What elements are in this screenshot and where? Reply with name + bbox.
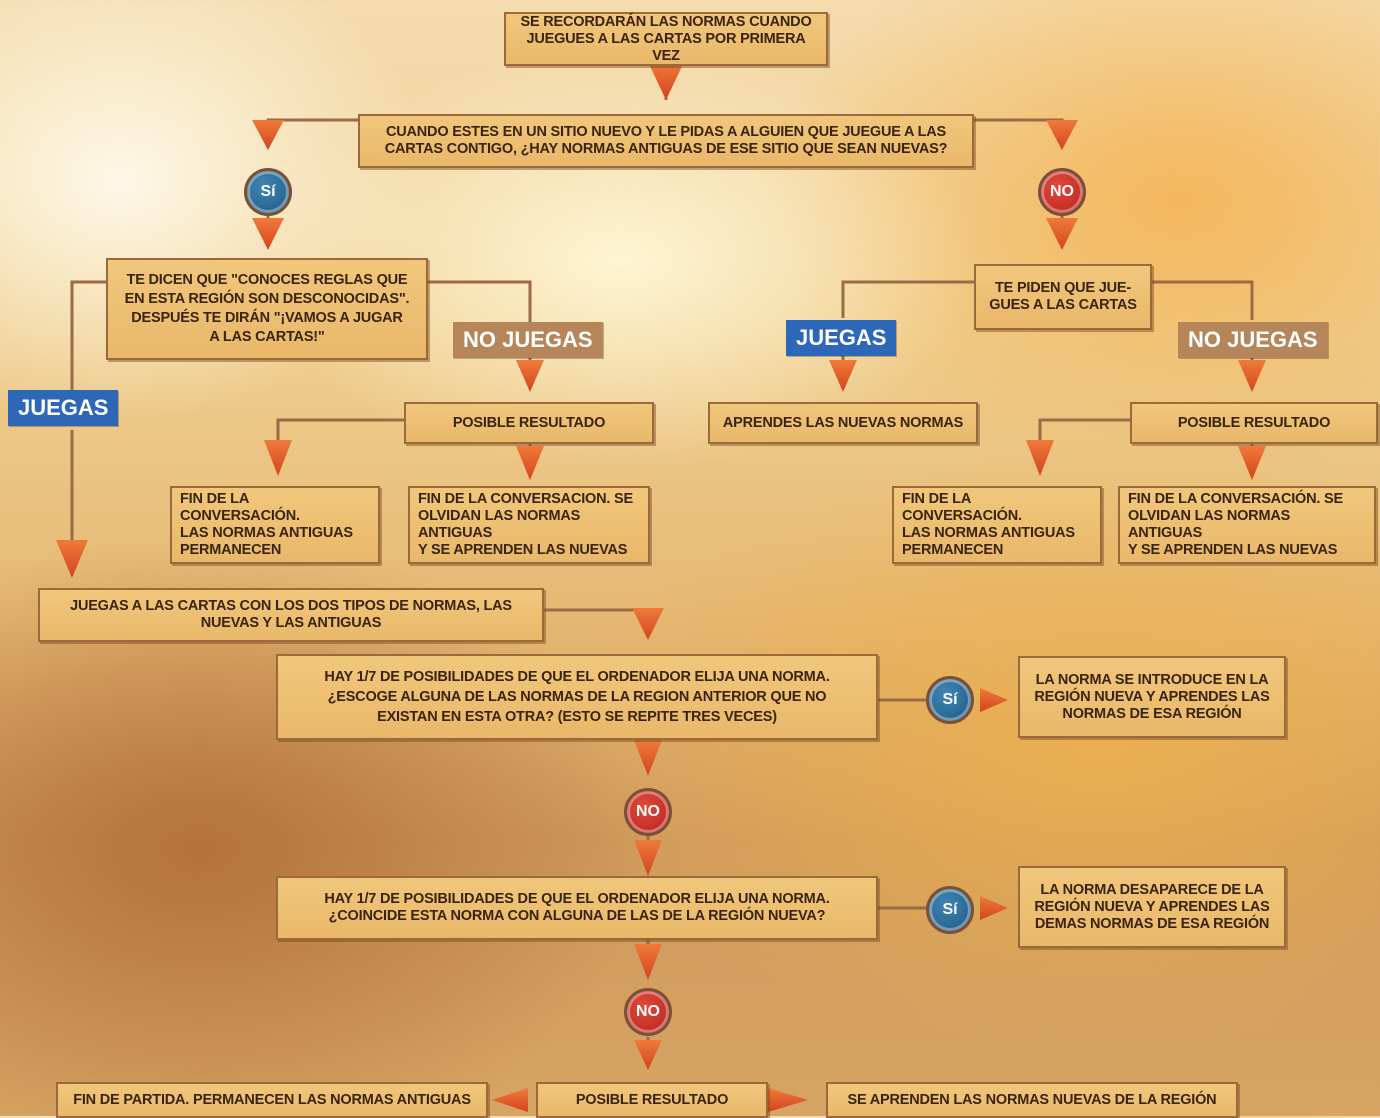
arrow-down bbox=[829, 360, 857, 392]
final-learn-new-rules: SE APRENDEN LAS NORMAS NUEVAS DE LA REGI… bbox=[826, 1082, 1238, 1118]
arrow-down bbox=[634, 740, 662, 776]
yes-circle-q3: Sí bbox=[926, 886, 974, 934]
arrow-left bbox=[492, 1088, 528, 1112]
final-posible-resultado: POSIBLE RESULTADO bbox=[536, 1082, 768, 1118]
posible-resultado-right: POSIBLE RESULTADO bbox=[1130, 402, 1378, 444]
final-old-rules-remain: FIN DE PARTIDA. PERMANECEN LAS NORMAS AN… bbox=[56, 1082, 488, 1118]
arrow-down bbox=[1046, 120, 1078, 150]
arrow-down bbox=[1026, 440, 1054, 476]
juegas-tag-right: JUEGAS bbox=[786, 320, 897, 356]
arrow-down bbox=[516, 446, 544, 480]
no-circle-q2: NO bbox=[624, 788, 672, 836]
juegas-tag-left: JUEGAS bbox=[8, 390, 119, 426]
no-circle-q3: NO bbox=[624, 988, 672, 1036]
arrow-down bbox=[252, 120, 284, 150]
arrow-down bbox=[634, 944, 662, 980]
result-rules-remain-right: FIN DE LA CONVERSACIÓN. LAS NORMAS ANTIG… bbox=[892, 486, 1102, 564]
rule-introduced-result: LA NORMA SE INTRODUCE EN LA REGIÓN NUEVA… bbox=[1018, 656, 1286, 738]
result-learn-new-right: FIN DE LA CONVERSACIÓN. SE OLVIDAN LAS N… bbox=[1118, 486, 1376, 564]
arrow-down bbox=[648, 62, 684, 100]
learn-new-rules: APRENDES LAS NUEVAS NORMAS bbox=[708, 402, 978, 444]
question-rule-matches: HAY 1/7 DE POSIBILIDADES DE QUE EL ORDEN… bbox=[276, 876, 878, 940]
result-learn-new-left: FIN DE LA CONVERSACION. SE OLVIDAN LAS N… bbox=[408, 486, 650, 564]
play-both-rules: JUEGAS A LAS CARTAS CON LOS DOS TIPOS DE… bbox=[38, 588, 544, 642]
result-rules-remain-left: FIN DE LA CONVERSACIÓN. LAS NORMAS ANTIG… bbox=[170, 486, 380, 564]
unknown-rules-message: TE DICEN QUE "CONOCES REGLAS QUE EN ESTA… bbox=[106, 258, 428, 360]
arrow-down bbox=[1238, 360, 1266, 392]
rule-disappears-result: LA NORMA DESAPARECE DE LA REGIÓN NUEVA Y… bbox=[1018, 866, 1286, 948]
arrow-down bbox=[264, 440, 292, 476]
no-circle-right: NO bbox=[1038, 168, 1086, 216]
arrow-down bbox=[632, 608, 664, 640]
play-request-message: TE PIDEN QUE JUE- GUES A LAS CARTAS bbox=[974, 264, 1152, 330]
arrow-down bbox=[634, 840, 662, 876]
arrow-down bbox=[1046, 218, 1078, 250]
yes-circle-q2: Sí bbox=[926, 676, 974, 724]
yes-circle-left: Sí bbox=[244, 168, 292, 216]
question-new-rules: CUANDO ESTES EN UN SITIO NUEVO Y LE PIDA… bbox=[358, 114, 974, 168]
no-juegas-tag-right: NO JUEGAS bbox=[1178, 322, 1328, 358]
arrow-right bbox=[768, 1088, 808, 1112]
question-pick-old-rule: HAY 1/7 DE POSIBILIDADES DE QUE EL ORDEN… bbox=[276, 654, 878, 740]
arrow-down bbox=[1238, 446, 1266, 480]
arrow-right bbox=[980, 896, 1008, 920]
no-juegas-tag-left: NO JUEGAS bbox=[453, 322, 603, 358]
arrow-down bbox=[516, 360, 544, 392]
arrow-down bbox=[252, 218, 284, 250]
arrow-right bbox=[980, 688, 1008, 712]
arrowheads bbox=[56, 62, 1266, 1112]
arrow-down bbox=[634, 1040, 662, 1070]
posible-resultado-left: POSIBLE RESULTADO bbox=[404, 402, 654, 444]
arrow-down bbox=[56, 540, 88, 578]
start-box: SE RECORDARÁN LAS NORMAS CUANDO JUEGUES … bbox=[504, 12, 828, 66]
